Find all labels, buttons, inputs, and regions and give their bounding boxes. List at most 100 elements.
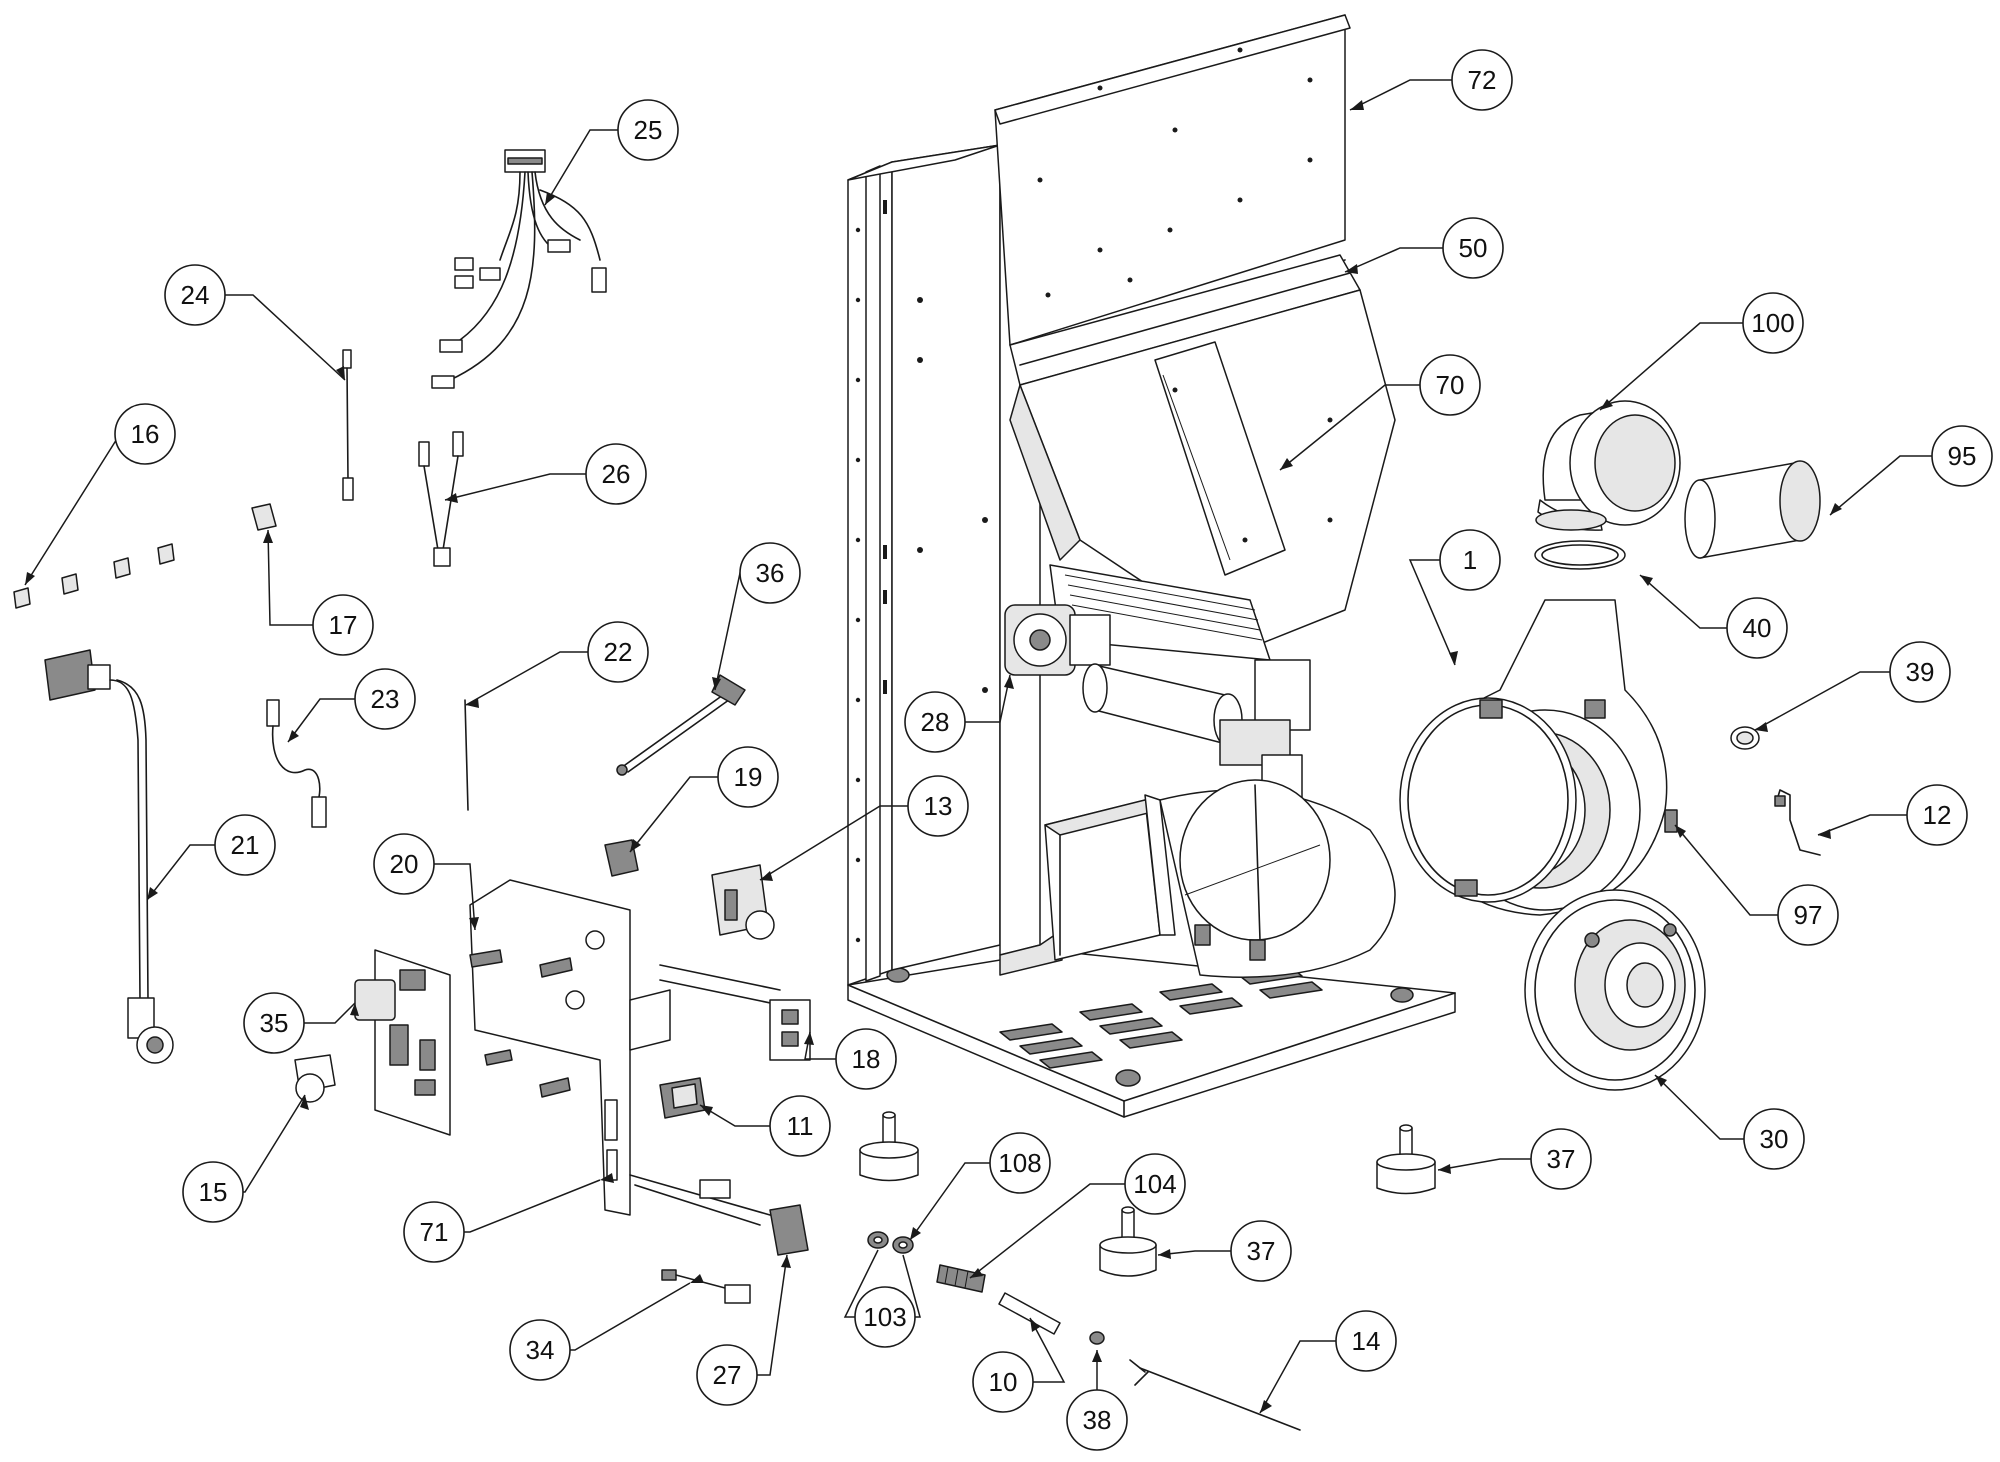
part-27-cable	[629, 1174, 809, 1256]
svg-text:50: 50	[1459, 233, 1488, 263]
part-104-spring	[936, 1264, 986, 1293]
callout-30: 30	[1743, 1108, 1805, 1170]
callout-23: 23	[354, 668, 416, 730]
part-10-pin	[998, 1292, 1061, 1335]
svg-text:36: 36	[756, 558, 785, 588]
part-14-rod	[1129, 1359, 1301, 1431]
svg-text:30: 30	[1760, 1124, 1789, 1154]
callout-71: 71	[403, 1201, 465, 1263]
callout-22: 22	[587, 621, 649, 683]
callout-21: 21	[214, 814, 276, 876]
part-26-cable	[418, 431, 464, 567]
svg-text:27: 27	[713, 1360, 742, 1390]
svg-text:103: 103	[863, 1302, 906, 1332]
part-71-mounting-plate	[469, 879, 671, 1216]
callout-17: 17	[312, 594, 374, 656]
callout-72: 72	[1451, 49, 1513, 111]
callout-13: 13	[907, 775, 969, 837]
top-rear-panel	[994, 14, 1351, 346]
part-11-switch	[659, 1077, 706, 1119]
svg-text:1: 1	[1463, 545, 1477, 575]
part-38-cap	[1089, 1331, 1105, 1345]
feed-tube	[1082, 659, 1311, 811]
callout-38: 38	[1066, 1389, 1128, 1451]
callout-70: 70	[1419, 354, 1481, 416]
callout-50: 50	[1442, 217, 1504, 279]
panel-holes	[1037, 47, 1313, 298]
callout-24: 24	[164, 264, 226, 326]
gasket-ring	[1534, 540, 1626, 570]
auger-spiral	[1064, 574, 1263, 641]
callout-15: 15	[182, 1161, 244, 1223]
fan-casing	[1399, 599, 1678, 916]
svg-text:37: 37	[1547, 1144, 1576, 1174]
callout-26: 26	[585, 443, 647, 505]
callout-27: 27	[696, 1344, 758, 1406]
svg-text:40: 40	[1743, 613, 1772, 643]
svg-text:39: 39	[1906, 657, 1935, 687]
cabinet-frame	[847, 129, 1456, 1118]
gasket-ring-inner	[1541, 544, 1619, 566]
svg-text:35: 35	[260, 1008, 289, 1038]
svg-text:71: 71	[420, 1217, 449, 1247]
part-37-foot-b	[1376, 1124, 1436, 1195]
base-vent-slots	[999, 967, 1323, 1069]
callout-1: 1	[1439, 529, 1501, 591]
callout-37-b: 37	[1230, 1220, 1292, 1282]
auger-motor	[1004, 604, 1111, 676]
svg-text:97: 97	[1794, 900, 1823, 930]
svg-text:34: 34	[526, 1335, 555, 1365]
part-15-pcb-knob	[294, 1054, 336, 1103]
part-16-clips	[13, 543, 175, 609]
svg-text:25: 25	[634, 115, 663, 145]
exhaust-sleeve	[1684, 460, 1821, 559]
callout-108: 108	[989, 1132, 1051, 1194]
part-25-wire-harness	[431, 149, 607, 389]
callout-104: 104	[1124, 1153, 1186, 1215]
callout-25: 25	[617, 99, 679, 161]
part-37-foot-a	[859, 1111, 919, 1182]
fan-motor	[1524, 889, 1706, 1091]
exhaust-elbow	[1535, 400, 1681, 531]
callout-103: 103	[854, 1286, 916, 1348]
callout-11: 11	[769, 1095, 831, 1157]
plate-pins	[469, 949, 573, 1098]
svg-text:28: 28	[921, 707, 950, 737]
svg-text:37: 37	[1247, 1236, 1276, 1266]
svg-text:72: 72	[1468, 65, 1497, 95]
callout-35: 35	[243, 992, 305, 1054]
svg-text:20: 20	[390, 849, 419, 879]
svg-text:22: 22	[604, 637, 633, 667]
part-34-cable	[661, 1269, 751, 1304]
part-24-cable	[342, 349, 354, 501]
callout-28: 28	[904, 691, 966, 753]
callout-95: 95	[1931, 425, 1993, 487]
callout-97: 97	[1777, 884, 1839, 946]
part-36-sensor	[616, 674, 746, 776]
callout-36: 36	[739, 542, 801, 604]
svg-text:26: 26	[602, 459, 631, 489]
part-18-connector	[659, 964, 811, 1061]
callout-20: 20	[373, 833, 435, 895]
part-23-cable	[266, 699, 327, 828]
part-35-circuit-board	[354, 949, 451, 1136]
callout-18: 18	[835, 1028, 897, 1090]
svg-text:16: 16	[131, 419, 160, 449]
callout-100: 100	[1742, 292, 1804, 354]
svg-text:104: 104	[1133, 1169, 1176, 1199]
svg-text:24: 24	[181, 280, 210, 310]
part-13-thermostat	[711, 864, 775, 940]
fan-housing-front	[1159, 779, 1396, 978]
svg-text:14: 14	[1352, 1326, 1381, 1356]
part-108-nut	[892, 1236, 914, 1254]
callout-37-a: 37	[1530, 1128, 1592, 1190]
callout-16: 16	[114, 403, 176, 465]
svg-text:108: 108	[998, 1148, 1041, 1178]
svg-text:95: 95	[1948, 441, 1977, 471]
svg-text:15: 15	[199, 1177, 228, 1207]
part-19-clip	[604, 839, 639, 877]
part-12-bracket	[1774, 789, 1821, 856]
callout-10: 10	[972, 1351, 1034, 1413]
callout-14: 14	[1335, 1310, 1397, 1372]
